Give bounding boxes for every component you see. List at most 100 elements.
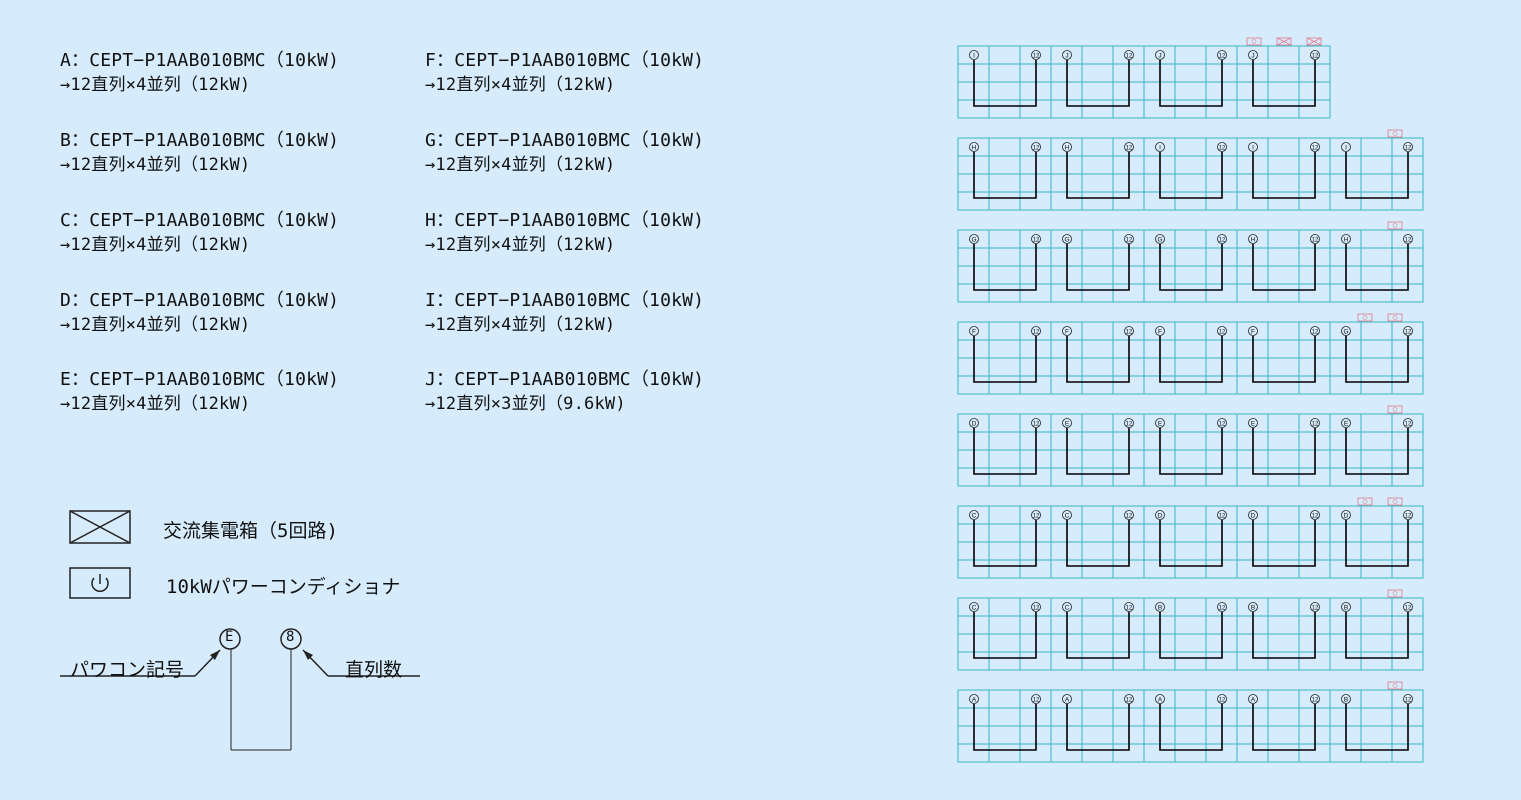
string-pcs-label: J <box>1065 53 1068 60</box>
string-end-circle <box>1403 418 1413 428</box>
string-count-label: 12 <box>1219 146 1226 152</box>
string-start-circle <box>1062 418 1072 428</box>
junction-box-icon <box>69 510 131 544</box>
spec-c: C：CEPT−P1AAB010BMC（10kW) →12直列×4並列（12kW) <box>60 209 339 257</box>
string-pcs-label: H <box>1065 145 1070 152</box>
string-count-label: 12 <box>1219 606 1226 612</box>
junction-box-marker-cross <box>1276 37 1292 46</box>
string-end-circle <box>1124 602 1134 612</box>
string-wire <box>973 244 1037 291</box>
string-count-label: 12 <box>1219 54 1226 60</box>
string-pcs-label: C <box>1065 605 1070 612</box>
pcs-marker-symbol <box>1362 315 1368 320</box>
pcs-marker-symbol <box>1392 131 1398 136</box>
spec-a-model: A：CEPT−P1AAB010BMC（10kW) <box>60 50 340 71</box>
power-conditioner-icon <box>69 567 131 599</box>
string-wire <box>973 612 1037 659</box>
string-end-circle <box>1217 326 1227 336</box>
string-end-circle <box>1403 142 1413 152</box>
string-end-circle <box>1403 234 1413 244</box>
string-start-circle <box>1155 694 1165 704</box>
pcs-marker <box>1246 37 1262 46</box>
string-start-circle <box>1341 694 1351 704</box>
string-wire <box>1159 336 1223 383</box>
string-end-circle <box>1403 326 1413 336</box>
string-end-circle <box>1310 50 1320 60</box>
spec-c-model: C：CEPT−P1AAB010BMC（10kW) <box>60 210 340 231</box>
string-start-circle <box>969 234 979 244</box>
string-count-label: 12 <box>1312 514 1319 520</box>
string-count-label: 12 <box>1405 146 1412 152</box>
string-wire <box>1159 704 1223 751</box>
string-wire <box>1345 336 1409 383</box>
string-pcs-label: H <box>1344 237 1349 244</box>
pcs-marker-symbol <box>1392 683 1398 688</box>
string-start-circle <box>1341 510 1351 520</box>
string-end-circle <box>1031 418 1041 428</box>
string-count-label: 12 <box>1126 606 1133 612</box>
spec-g-config: →12直列×4並列（12kW) <box>425 155 616 175</box>
string-wire <box>1066 336 1130 383</box>
junction-box-label: 交流集電箱（5回路) <box>163 520 338 542</box>
string-pcs-label: F <box>1065 329 1069 336</box>
string-end-circle <box>1217 602 1227 612</box>
string-end-circle <box>1031 234 1041 244</box>
string-wire <box>973 704 1037 751</box>
spec-b-model: B：CEPT−P1AAB010BMC（10kW) <box>60 130 340 151</box>
pcs-marker <box>1387 313 1403 322</box>
string-count-label: 12 <box>1405 606 1412 612</box>
string-wire <box>1252 704 1316 751</box>
string-wire <box>1066 520 1130 567</box>
string-end-circle <box>1031 326 1041 336</box>
string-start-circle <box>1341 602 1351 612</box>
string-start-circle <box>1155 602 1165 612</box>
string-wire <box>1159 612 1223 659</box>
string-wire <box>973 152 1037 199</box>
string-end-circle <box>1310 694 1320 704</box>
string-end-circle <box>1217 510 1227 520</box>
string-wire <box>973 336 1037 383</box>
string-wire <box>973 520 1037 567</box>
string-start-circle <box>1155 142 1165 152</box>
pcs-marker <box>1387 129 1403 138</box>
junction-box-marker <box>1276 37 1292 46</box>
string-start-circle <box>1248 602 1258 612</box>
string-pcs-label: D <box>1344 513 1349 520</box>
string-pcs-label: A <box>1065 697 1070 704</box>
spec-h: H：CEPT−P1AAB010BMC（10kW) →12直列×4並列（12kW) <box>425 209 704 257</box>
string-wire <box>1252 152 1316 199</box>
string-pcs-label: I <box>973 53 975 60</box>
string-pcs-label: B <box>1251 605 1255 612</box>
string-wire <box>1066 612 1130 659</box>
string-wire <box>1159 520 1223 567</box>
string-end-circle <box>1031 602 1041 612</box>
string-end-circle <box>1217 50 1227 60</box>
string-pcs-label: A <box>1251 697 1256 704</box>
spec-d: D：CEPT−P1AAB010BMC（10kW) →12直列×4並列（12kW) <box>60 289 339 337</box>
symbol-explanation <box>60 628 420 751</box>
spec-j-model: J：CEPT−P1AAB010BMC（10kW) <box>425 369 705 390</box>
string-wire <box>1066 60 1130 107</box>
string-start-circle <box>1248 142 1258 152</box>
string-pcs-label: F <box>1158 329 1162 336</box>
string-wire <box>1066 244 1130 291</box>
spec-f: F：CEPT−P1AAB010BMC（10kW) →12直列×4並列（12kW) <box>425 49 704 97</box>
string-count-label: 12 <box>1126 54 1133 60</box>
string-count-label: 12 <box>1033 146 1040 152</box>
string-wire <box>1066 704 1130 751</box>
string-start-circle <box>1341 326 1351 336</box>
string-pcs-label: G <box>1064 237 1069 244</box>
spec-j-config: →12直列×3並列（9.6kW) <box>425 394 626 414</box>
string-end-circle <box>1031 50 1041 60</box>
string-pcs-label: E <box>1251 421 1256 428</box>
string-pcs-label: C <box>972 513 977 520</box>
spec-h-model: H：CEPT−P1AAB010BMC（10kW) <box>425 210 705 231</box>
spec-g: G：CEPT−P1AAB010BMC（10kW) →12直列×4並列（12kW) <box>425 129 704 177</box>
string-end-circle <box>1310 326 1320 336</box>
string-start-circle <box>1155 326 1165 336</box>
string-start-circle <box>1248 326 1258 336</box>
string-start-circle <box>1062 326 1072 336</box>
string-wire <box>1066 152 1130 199</box>
spec-i-model: I：CEPT−P1AAB010BMC（10kW) <box>425 290 705 311</box>
string-count-label: 12 <box>1126 330 1133 336</box>
